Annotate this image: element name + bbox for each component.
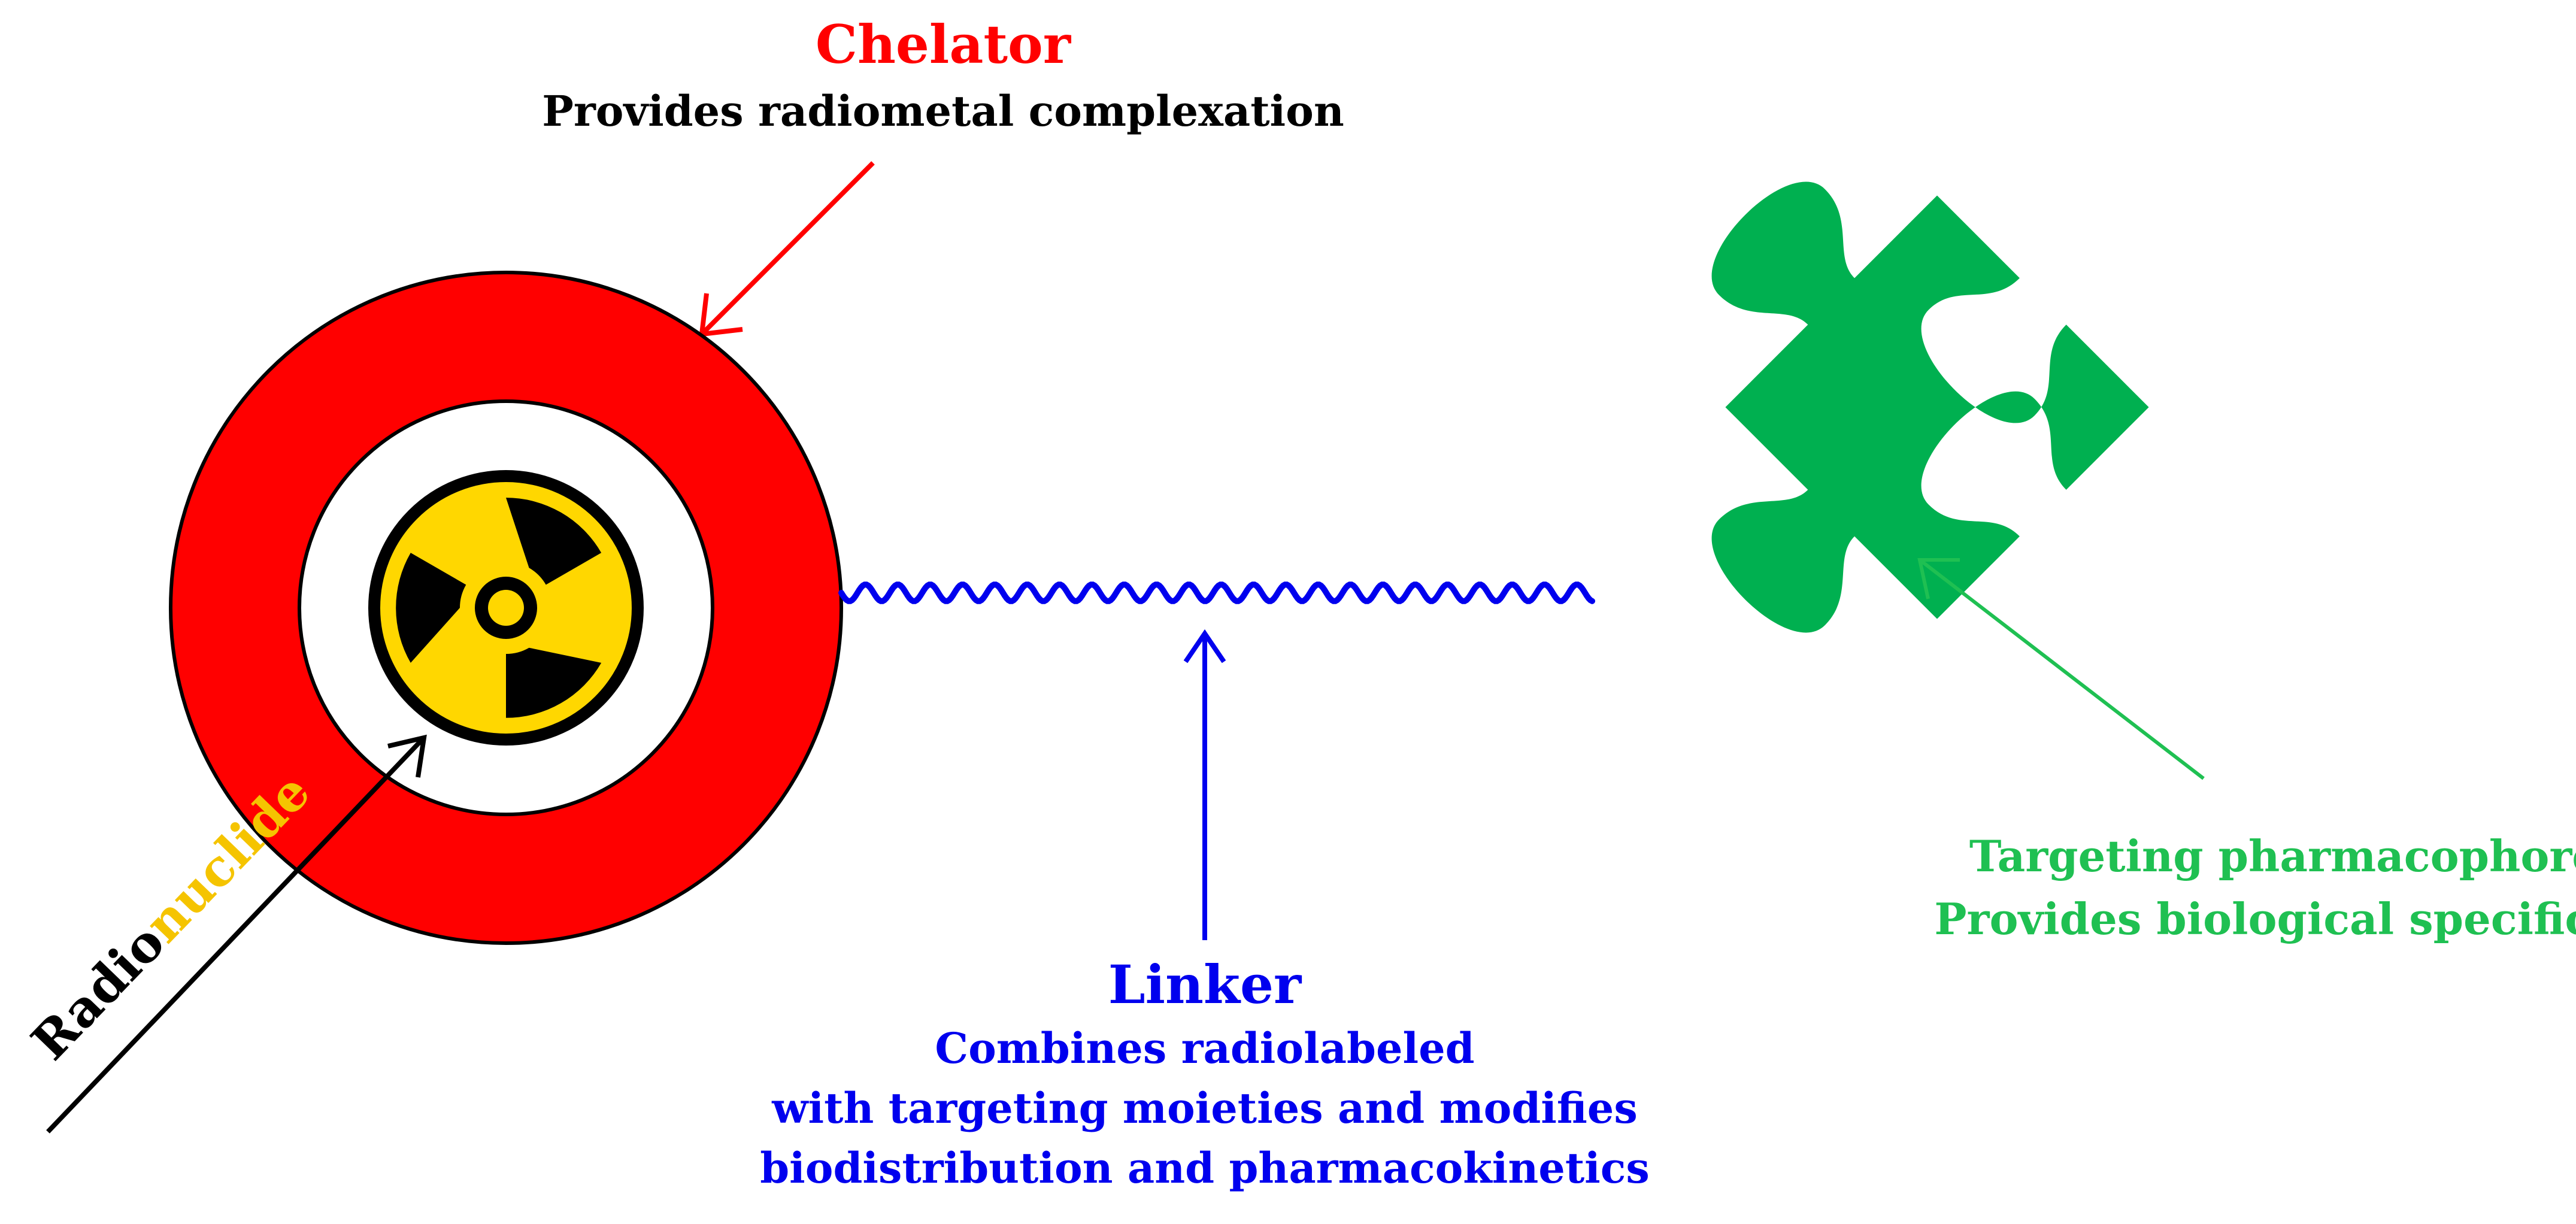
chelator-arrow [699, 161, 875, 337]
linker-description-line-2: with targeting moieties and modifies [771, 1083, 1637, 1133]
radionuclide-arrow [46, 734, 427, 1134]
chelator-description: Provides radiometal complexation [542, 86, 1344, 136]
radiation-trefoil-icon [368, 470, 644, 746]
linker-description-line-1: Combines radiolabeled [935, 1023, 1474, 1073]
chelator-title: Chelator [816, 13, 1072, 75]
radionuclide-label: Radionuclide [20, 762, 321, 1071]
radionuclide-label-part1: Radio [20, 913, 176, 1071]
pharmacophore-title: Targeting pharmacophore [1969, 831, 2576, 881]
linker-chain [838, 581, 1595, 604]
pharmacophore-description: Provides biological specificity [1934, 893, 2576, 944]
pharmacophore-arrow [1917, 558, 2205, 780]
linker-description-line-3: biodistribution and pharmacokinetics [760, 1143, 1650, 1193]
linker-arrow [1183, 629, 1226, 940]
linker-title: Linker [1108, 953, 1302, 1016]
puzzle-piece-icon [1711, 181, 2149, 633]
